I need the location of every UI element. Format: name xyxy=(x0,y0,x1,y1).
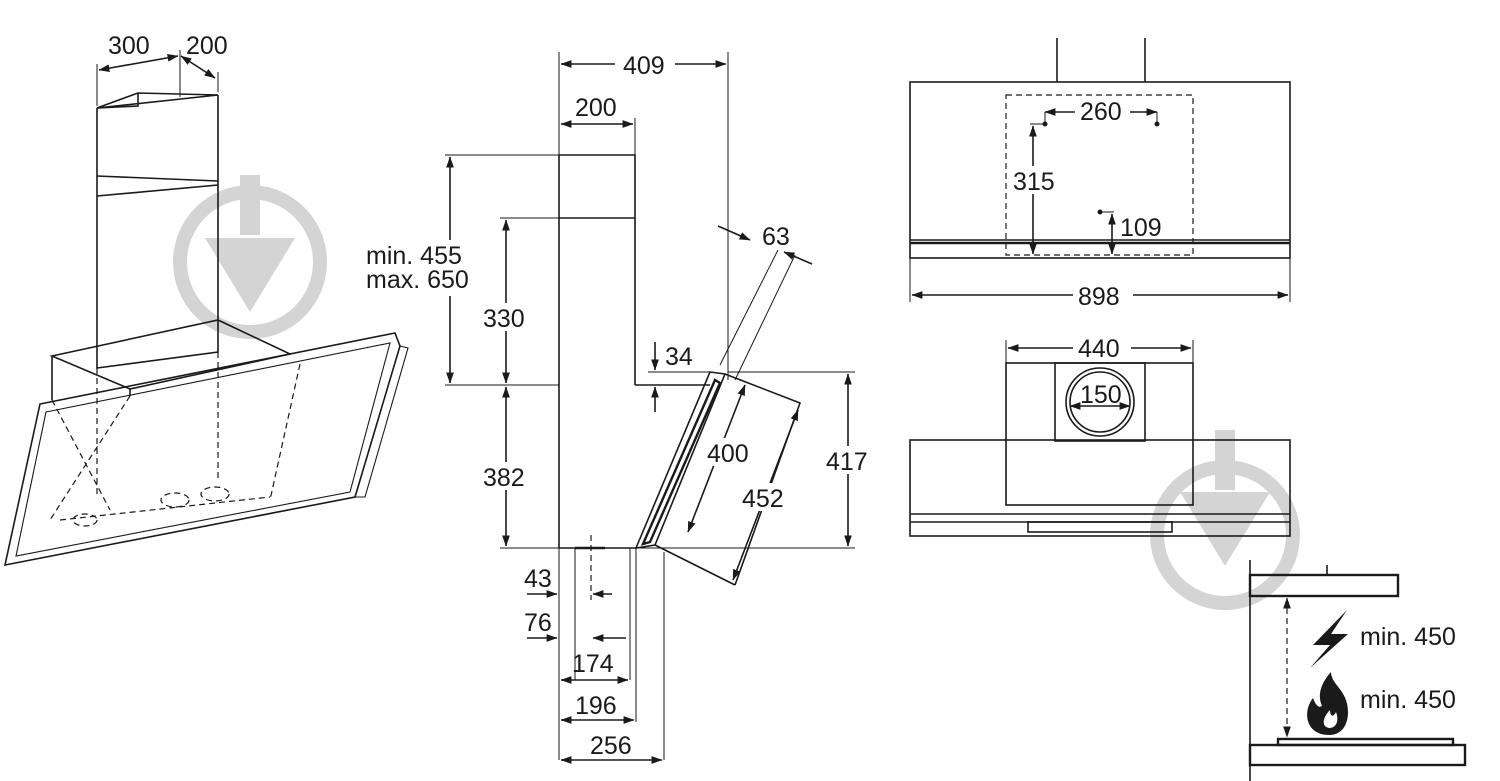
dim-label-898: 898 xyxy=(1078,283,1120,311)
dim-label-260: 260 xyxy=(1080,98,1122,126)
top-view-body xyxy=(909,439,1291,537)
side-chimney xyxy=(558,154,636,548)
dim-label-300: 300 xyxy=(108,32,150,60)
dim-line-63-a xyxy=(717,225,751,241)
top-view: 150 440 xyxy=(909,334,1291,537)
dim-line-300 xyxy=(98,54,179,72)
dim-label-174: 174 xyxy=(572,650,614,678)
dim-label-452: 452 xyxy=(742,485,784,513)
dim-label-63: 63 xyxy=(762,223,790,251)
dim-label-330: 330 xyxy=(483,305,525,333)
dim-label-382: 382 xyxy=(483,464,525,492)
back-view: 260 315 109 898 xyxy=(909,38,1291,311)
watermark-download-icon-left xyxy=(173,175,327,339)
glass-panel xyxy=(3,332,401,567)
dim-label-34: 34 xyxy=(665,343,693,371)
chimney-outline xyxy=(96,92,219,369)
outlet-circle xyxy=(1065,367,1135,437)
label-gas-clearance: min. 450 xyxy=(1360,686,1456,714)
dim-label-256: 256 xyxy=(590,732,632,760)
dim-label-43: 43 xyxy=(524,565,552,593)
dim-label-417: 417 xyxy=(826,448,868,476)
side-view: 409 200 min. 455 max. 650 330 382 63 34 xyxy=(364,50,874,764)
installation-clearance: min. 450 min. 450 xyxy=(1248,560,1467,781)
dim-label-109: 109 xyxy=(1120,214,1162,242)
dim-label-max-650: max. 650 xyxy=(366,266,469,294)
lightning-icon xyxy=(1310,610,1348,668)
hob xyxy=(1248,743,1467,767)
dim-label-409: 409 xyxy=(623,52,665,80)
dim-label-315: 315 xyxy=(1013,168,1055,196)
dim-label-150: 150 xyxy=(1080,381,1122,409)
dim-line-63-b xyxy=(783,251,813,265)
flame-icon xyxy=(1307,672,1348,735)
dim-label-min-455: min. 455 xyxy=(366,242,462,270)
dim-label-200-perspective: 200 xyxy=(186,32,228,60)
perspective-view: 300 200 xyxy=(3,32,409,567)
dim-line-200-top xyxy=(180,55,216,79)
dim-label-196: 196 xyxy=(575,692,617,720)
dim-label-440: 440 xyxy=(1078,335,1120,363)
back-view-body xyxy=(909,81,1291,259)
dim-label-76: 76 xyxy=(524,609,552,637)
dim-label-400: 400 xyxy=(707,440,749,468)
watermark-download-icon-right xyxy=(1150,430,1300,610)
back-view-chimney-outline xyxy=(1005,94,1194,256)
label-electric-clearance: min. 450 xyxy=(1360,623,1456,651)
dim-label-200-side: 200 xyxy=(575,94,617,122)
